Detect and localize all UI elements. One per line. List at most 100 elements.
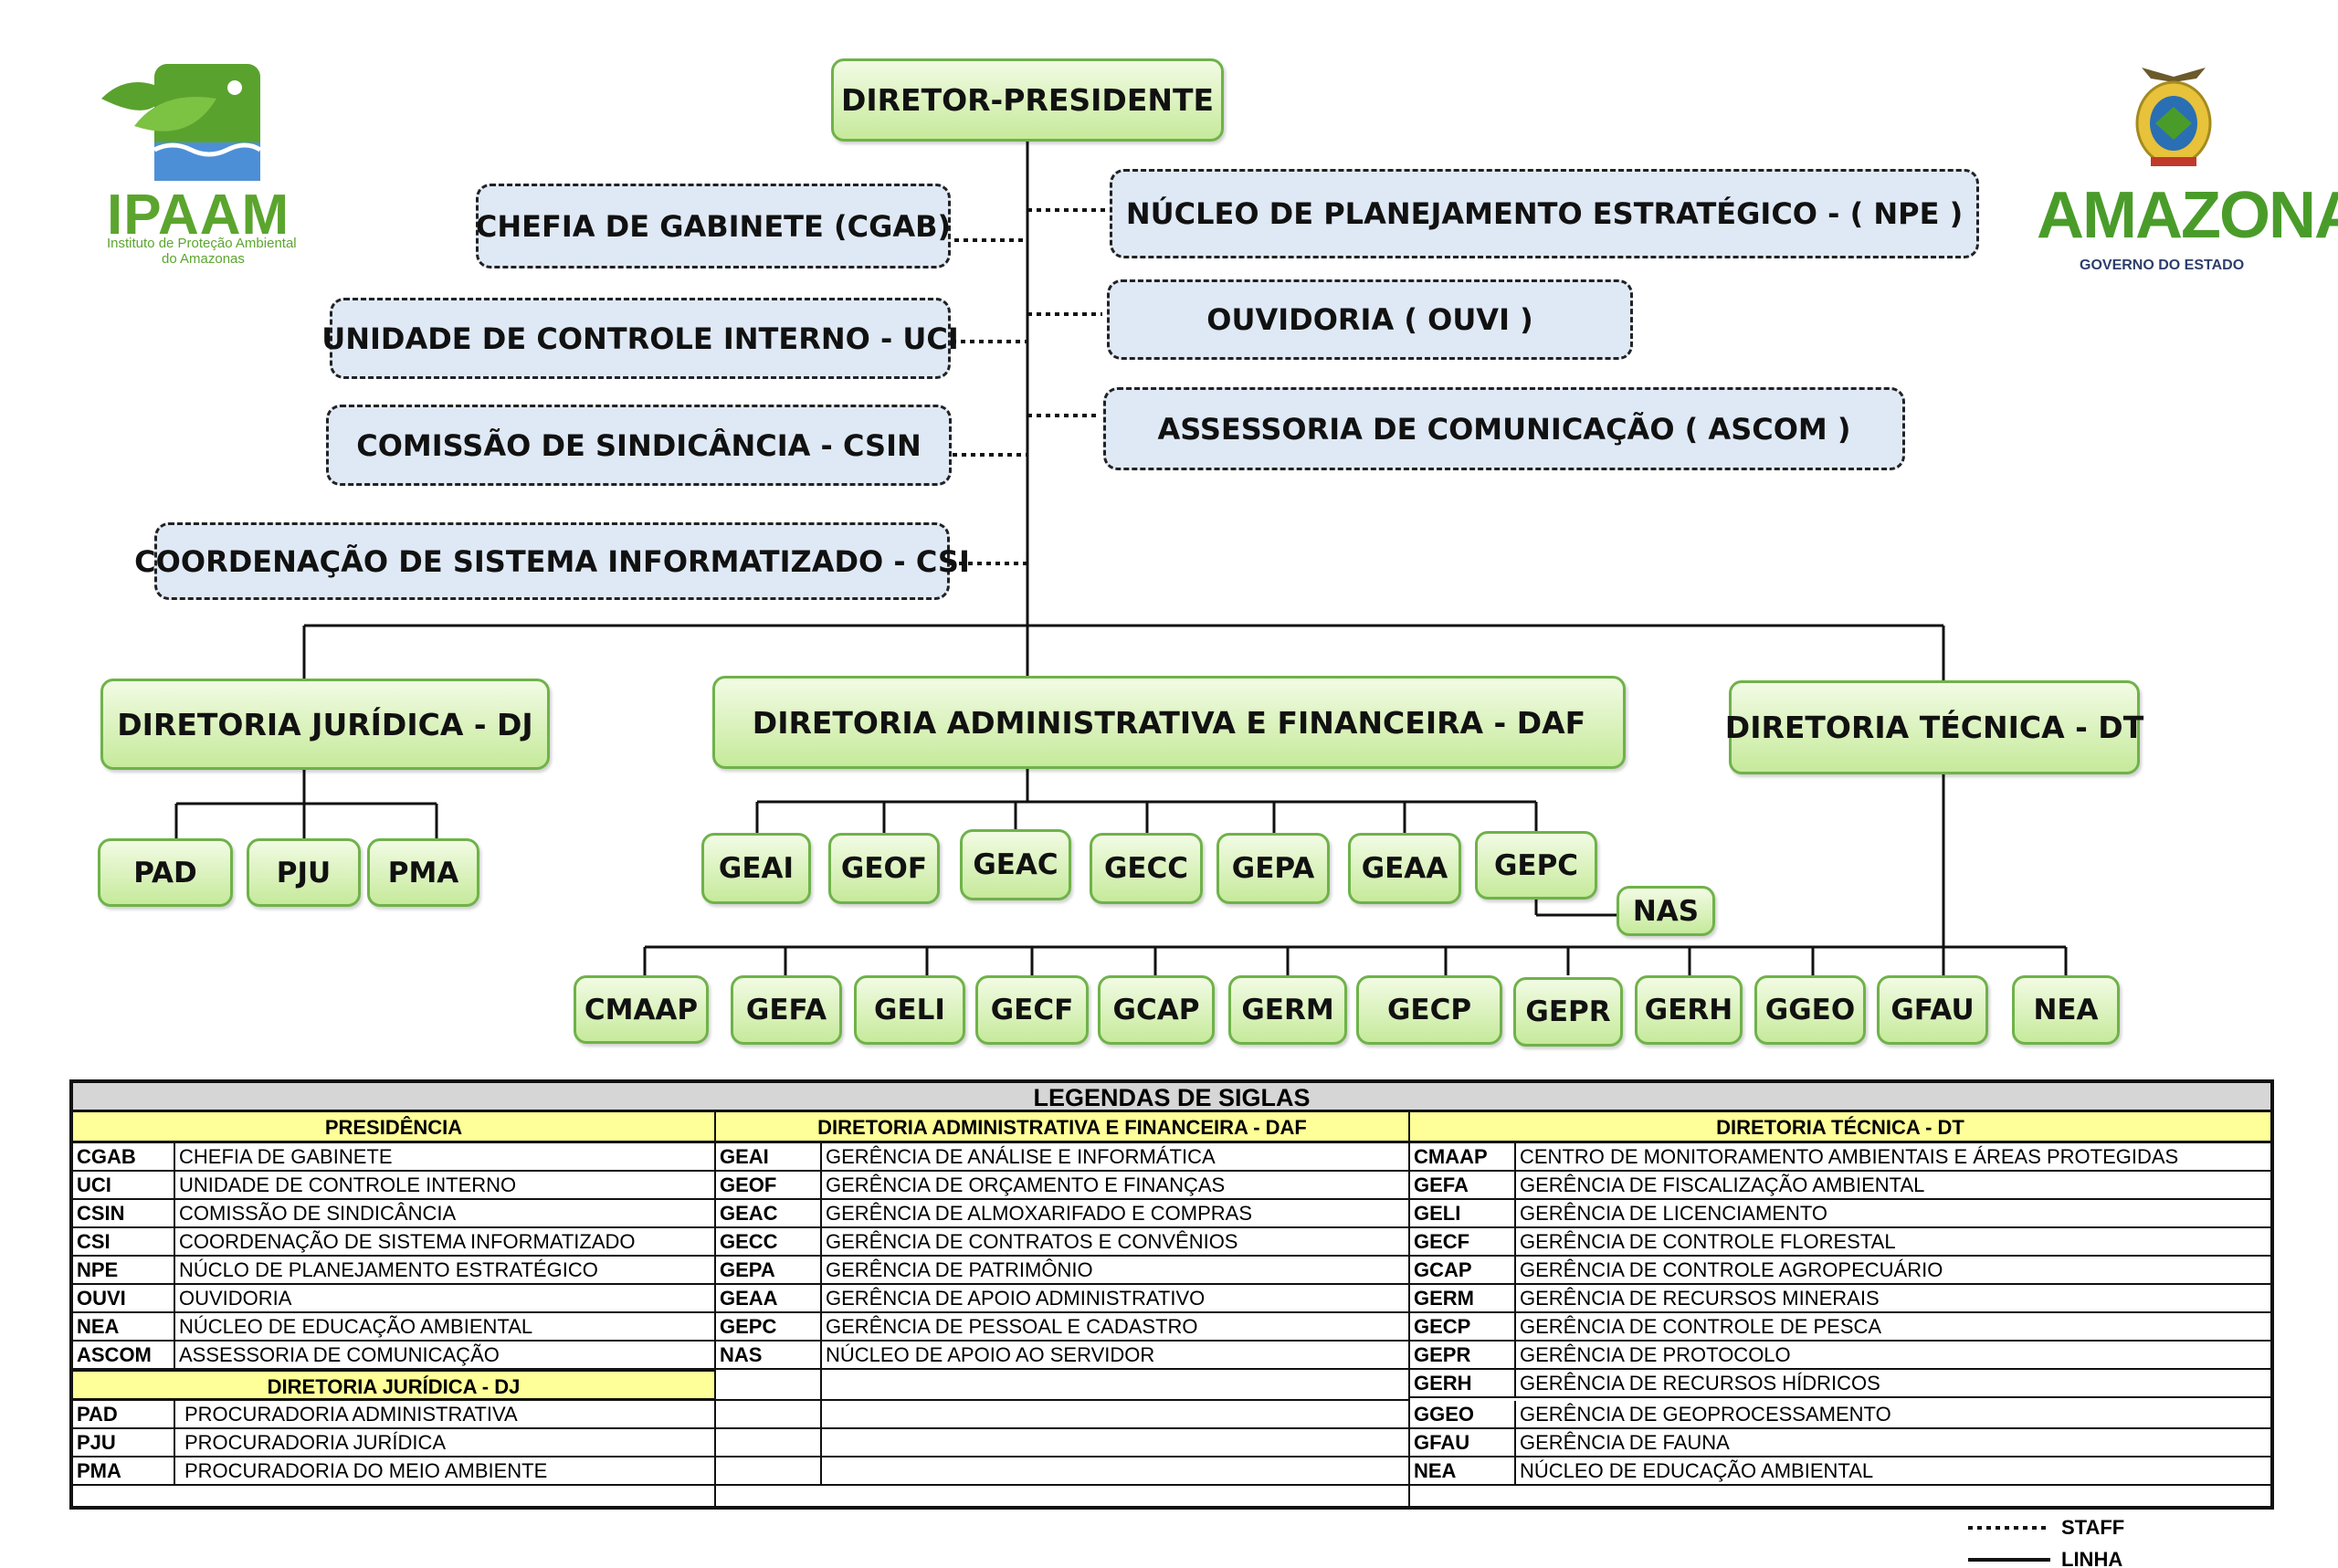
legend-head-daf: DIRETORIA ADMINISTRATIVA E FINANCEIRA - … bbox=[716, 1112, 1408, 1143]
legend-cell-divider bbox=[820, 1342, 822, 1368]
legend-cell-divider bbox=[820, 1228, 822, 1255]
unit-gecc-box[interactable]: GECC bbox=[1090, 833, 1203, 904]
legend-abbr: CMAAP bbox=[1414, 1145, 1488, 1168]
unit-gecf-box[interactable]: GECF bbox=[975, 975, 1089, 1045]
unit-geaa-box[interactable]: GEAA bbox=[1348, 833, 1461, 904]
unit-nas-box[interactable]: NAS bbox=[1617, 886, 1715, 936]
staff-ascom-box[interactable]: ASSESSORIA DE COMUNICAÇÃO ( ASCOM ) bbox=[1103, 387, 1905, 470]
directorate-dt-box[interactable]: DIRETORIA TÉCNICA - DT bbox=[1725, 680, 2143, 774]
legend-desc: ASSESSORIA DE COMUNICAÇÃO bbox=[179, 1343, 500, 1366]
legend-row: GEAC GERÊNCIA DE ALMOXARIFADO E COMPRAS bbox=[716, 1200, 1408, 1228]
legend-desc: GERÊNCIA DE CONTROLE AGROPECUÁRIO bbox=[1520, 1258, 1943, 1281]
legend-cell-divider bbox=[1514, 1429, 1516, 1456]
unit-geac-box[interactable]: GEAC bbox=[960, 829, 1071, 900]
legend-desc: UNIDADE DE CONTROLE INTERNO bbox=[179, 1173, 517, 1196]
staff-cgab-box[interactable]: CHEFIA DE GABINETE (CGAB) bbox=[476, 184, 951, 268]
legend-abbr: CSIN bbox=[77, 1202, 125, 1225]
legend-cell-divider bbox=[820, 1172, 822, 1198]
unit-pju-box[interactable]: PJU bbox=[247, 838, 361, 907]
legend-desc: PROCURADORIA ADMINISTRATIVA bbox=[184, 1403, 518, 1426]
legend-cell-divider bbox=[820, 1285, 822, 1311]
legend-cell-divider bbox=[1514, 1313, 1516, 1340]
legend-abbr: NEA bbox=[77, 1315, 120, 1338]
legend-separator bbox=[1408, 1112, 1410, 1506]
legend-desc: GERÊNCIA DE LICENCIAMENTO bbox=[1520, 1202, 1827, 1225]
legend-cell-divider bbox=[1514, 1228, 1516, 1255]
staff-uci-box[interactable]: UNIDADE DE CONTROLE INTERNO - UCI bbox=[321, 298, 959, 379]
legend-desc: NÚCLEO DE EDUCAÇÃO AMBIENTAL bbox=[179, 1315, 533, 1338]
legend-abbr: OUVI bbox=[77, 1287, 126, 1310]
key-staff-label: STAFF bbox=[2061, 1516, 2125, 1539]
unit-geai-box[interactable]: GEAI bbox=[701, 833, 811, 904]
staff-csin-box[interactable]: COMISSÃO DE SINDICÂNCIA - CSIN bbox=[326, 405, 952, 486]
directorate-daf-box[interactable]: DIRETORIA ADMINISTRATIVA E FINANCEIRA - … bbox=[712, 676, 1626, 769]
staff-npe-box[interactable]: NÚCLEO DE PLANEJAMENTO ESTRATÉGICO - ( N… bbox=[1110, 169, 1979, 258]
legend-row-empty bbox=[716, 1370, 1408, 1401]
unit-pad-box[interactable]: PAD bbox=[98, 838, 233, 907]
unit-cmaap-box[interactable]: CMAAP bbox=[574, 975, 709, 1044]
staff-ouvi-box[interactable]: OUVIDORIA ( OUVI ) bbox=[1107, 279, 1633, 360]
legend-abbr: GEPA bbox=[720, 1258, 775, 1281]
ipaam-subtitle-2: do Amazonas bbox=[162, 251, 245, 267]
legend-row: NEA NÚCLEO DE EDUCAÇÃO AMBIENTAL bbox=[73, 1313, 714, 1342]
unit-gepc-box[interactable]: GEPC bbox=[1475, 831, 1597, 900]
legend-row: GEPA GERÊNCIA DE PATRIMÔNIO bbox=[716, 1257, 1408, 1285]
legend-desc: GERÊNCIA DE ALMOXARIFADO E COMPRAS bbox=[826, 1202, 1252, 1225]
legend-abbr: GERH bbox=[1414, 1372, 1472, 1394]
legend-cell-divider bbox=[174, 1342, 175, 1368]
legend-head-dt: DIRETORIA TÉCNICA - DT bbox=[1410, 1112, 2270, 1143]
legend-desc: NÚCLO DE PLANEJAMENTO ESTRATÉGICO bbox=[179, 1258, 598, 1281]
legend-abbr: GEAA bbox=[720, 1287, 778, 1310]
legend-row-empty bbox=[716, 1429, 1408, 1458]
unit-gepr-box[interactable]: GEPR bbox=[1513, 977, 1623, 1047]
unit-gecp-box[interactable]: GECP bbox=[1356, 975, 1502, 1045]
legend-abbr: PJU bbox=[77, 1431, 116, 1454]
unit-germ-box[interactable]: GERM bbox=[1228, 975, 1347, 1045]
legend-cell-divider bbox=[1514, 1370, 1516, 1396]
legend-abbr: GECF bbox=[1414, 1230, 1470, 1253]
legend-head-presidencia: PRESIDÊNCIA bbox=[73, 1112, 714, 1143]
legend-desc: GERÊNCIA DE PATRIMÔNIO bbox=[826, 1258, 1093, 1281]
legend-row: UCI UNIDADE DE CONTROLE INTERNO bbox=[73, 1172, 714, 1200]
legend-desc: GERÊNCIA DE ORÇAMENTO E FINANÇAS bbox=[826, 1173, 1226, 1196]
legend-col-daf: DIRETORIA ADMINISTRATIVA E FINANCEIRA - … bbox=[716, 1112, 1408, 1506]
unit-gefa-box[interactable]: GEFA bbox=[731, 975, 842, 1045]
unit-geli-box[interactable]: GELI bbox=[854, 975, 965, 1045]
unit-pma-box[interactable]: PMA bbox=[367, 838, 479, 907]
staff-csi-box[interactable]: COORDENAÇÃO DE SISTEMA INFORMATIZADO - C… bbox=[134, 522, 970, 600]
unit-gepa-box[interactable]: GEPA bbox=[1216, 833, 1330, 904]
legend-cell-divider bbox=[174, 1429, 175, 1456]
legend-head-dj: DIRETORIA JURÍDICA - DJ bbox=[73, 1370, 714, 1401]
legend-abbr: NPE bbox=[77, 1258, 119, 1281]
unit-nea-box[interactable]: NEA bbox=[2012, 975, 2120, 1045]
legend-desc: PROCURADORIA DO MEIO AMBIENTE bbox=[184, 1459, 548, 1482]
legend-desc: GERÊNCIA DE ANÁLISE E INFORMÁTICA bbox=[826, 1145, 1216, 1168]
legend-abbr: GEAC bbox=[720, 1202, 778, 1225]
legend-abbr: CSI bbox=[77, 1230, 111, 1253]
directorate-dj-box[interactable]: DIRETORIA JURÍDICA - DJ bbox=[100, 679, 550, 770]
legend-abbr: UCI bbox=[77, 1173, 111, 1196]
unit-ggeo-box[interactable]: GGEO bbox=[1754, 975, 1866, 1045]
unit-geof-box[interactable]: GEOF bbox=[828, 833, 940, 904]
unit-gerh-box[interactable]: GERH bbox=[1635, 975, 1743, 1045]
legend-row: NPE NÚCLO DE PLANEJAMENTO ESTRATÉGICO bbox=[73, 1257, 714, 1285]
unit-gcap-box[interactable]: GCAP bbox=[1098, 975, 1215, 1045]
legend-abbr: GGEO bbox=[1414, 1403, 1475, 1426]
director-president-box[interactable]: DIRETOR-PRESIDENTE bbox=[831, 58, 1224, 142]
legend-cell-divider bbox=[174, 1401, 175, 1427]
legend-cell-divider bbox=[820, 1257, 822, 1283]
unit-gfau-box[interactable]: GFAU bbox=[1877, 975, 1988, 1045]
legend-desc: GERÊNCIA DE PROTOCOLO bbox=[1520, 1343, 1791, 1366]
